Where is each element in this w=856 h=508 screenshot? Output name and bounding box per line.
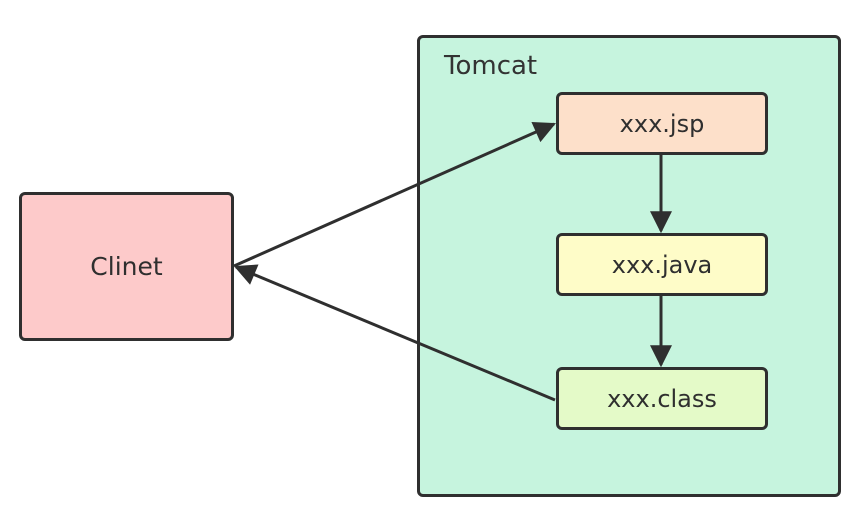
java-label: xxx.java: [611, 250, 713, 279]
client-label: Clinet: [90, 252, 163, 281]
jsp-label: xxx.jsp: [619, 109, 705, 138]
java-node: xxx.java: [556, 233, 768, 296]
jsp-node: xxx.jsp: [556, 92, 768, 155]
client-node: Clinet: [19, 192, 234, 341]
class-label: xxx.class: [607, 384, 717, 413]
class-node: xxx.class: [556, 367, 768, 430]
tomcat-title: Tomcat: [444, 51, 538, 81]
